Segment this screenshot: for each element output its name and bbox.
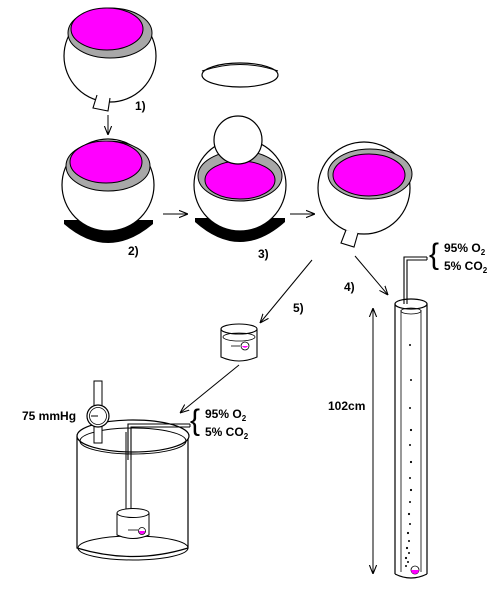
step-2-label: 2)	[128, 244, 139, 258]
sphere-step3	[193, 115, 287, 242]
bubbles	[404, 344, 413, 567]
gas-bottom-o2: 95% O2	[205, 407, 247, 423]
gas-top-co2: 5% CO2	[444, 259, 488, 275]
small-beaker	[220, 323, 258, 362]
gas-label-top: { 95% O2 5% CO2	[429, 238, 488, 275]
step-1-label: 1)	[135, 99, 146, 113]
gas-top-o2: 95% O2	[444, 241, 486, 257]
step-4-label: 4)	[344, 280, 355, 294]
arrow-to-step4	[354, 255, 388, 295]
gas-bottom-co2: 5% CO2	[205, 425, 249, 441]
brace-bottom: {	[190, 404, 200, 437]
sphere-step4	[317, 141, 413, 248]
gas-label-bottom: { 95% O2 5% CO2	[190, 404, 249, 441]
pressure-chamber	[76, 419, 191, 561]
step-5-label: 5)	[293, 301, 304, 315]
pressure-label: 75 mmHg	[22, 409, 76, 423]
brace-top: {	[429, 238, 439, 271]
sphere-step2	[61, 138, 155, 243]
tall-column	[394, 256, 428, 579]
arrow-to-chamber	[180, 364, 240, 413]
pressure-gauge	[86, 380, 110, 444]
sphere-step1	[63, 7, 157, 112]
height-label: 102cm	[328, 399, 365, 413]
lid	[201, 62, 279, 88]
step-3-label: 3)	[258, 247, 269, 261]
arrow-to-step5	[260, 259, 313, 323]
